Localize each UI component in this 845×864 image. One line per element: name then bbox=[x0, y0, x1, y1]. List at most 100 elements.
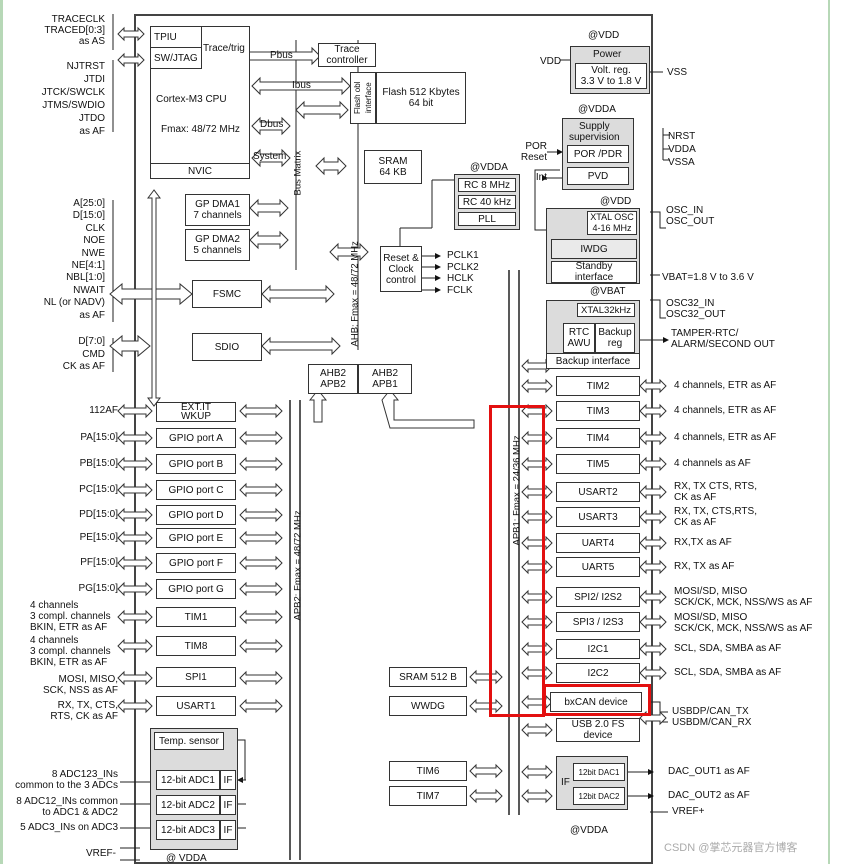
vbat-range: VBAT=1.8 V to 3.6 V bbox=[662, 272, 754, 283]
tim4: TIM4 bbox=[556, 428, 640, 448]
adc3-inputs: 5 ADC3_INs on ADC3 bbox=[20, 822, 118, 833]
rtc-backup-domain: XTAL32kHz RTC AWU Backup reg Backup inte… bbox=[546, 300, 640, 369]
spi1: SPI1 bbox=[156, 667, 236, 687]
apb1-bus-highlight bbox=[489, 405, 545, 717]
vref-plus: VREF+ bbox=[672, 806, 705, 817]
sdio-block: SDIO bbox=[192, 333, 262, 361]
usart2-signals: RX, TX CTS, RTS, CK as AF bbox=[674, 481, 757, 503]
cpu-fmax: Fmax: 48/72 MHz bbox=[161, 124, 240, 135]
spi2-i2s2: SPI2/ I2S2 bbox=[556, 587, 640, 607]
apb2-arrows bbox=[117, 403, 283, 714]
pe-signal: PE[15:0] bbox=[79, 532, 118, 543]
tim2: TIM2 bbox=[556, 376, 640, 396]
spi3-i2s3: SPI3 / I2S3 bbox=[556, 612, 640, 632]
usb-fs-device: USB 2.0 FS device bbox=[556, 718, 640, 742]
i2c1: I2C1 bbox=[556, 639, 640, 659]
gpio-port-a: GPIO port A bbox=[156, 428, 236, 448]
gpio-port-d: GPIO port D bbox=[156, 505, 236, 525]
backup-interface: Backup interface bbox=[546, 353, 640, 369]
adc3-if: IF bbox=[220, 820, 236, 840]
adc2: 12-bit ADC2 bbox=[156, 795, 220, 815]
dbus-label: Dbus bbox=[260, 119, 284, 130]
standby-interface: Standby interface bbox=[551, 261, 637, 283]
bxcan-highlight bbox=[543, 684, 651, 716]
tim1: TIM1 bbox=[156, 607, 236, 627]
pbus-label: Pbus bbox=[270, 50, 293, 61]
page-border-left bbox=[0, 0, 3, 864]
tim3: TIM3 bbox=[556, 401, 640, 421]
backup-reg: Backup reg bbox=[595, 323, 635, 353]
pc-signal: PC[15:0] bbox=[79, 484, 118, 495]
bus-matrix-label: Bus Matrix bbox=[292, 150, 304, 196]
nvic: NVIC bbox=[150, 163, 250, 179]
gpio-port-e: GPIO port E bbox=[156, 528, 236, 548]
pb-signal: PB[15:0] bbox=[79, 458, 118, 469]
por-reset: POR Reset bbox=[520, 141, 547, 163]
xtal-osc: XTAL OSC 4-16 MHz bbox=[587, 211, 637, 235]
spi3-signals: MOSI/SD, MISO SCK/CK, MCK, NSS/WS as AF bbox=[674, 612, 813, 634]
spi1-signals: MOSI, MISO, SCK, NSS as AF bbox=[42, 674, 118, 696]
clock-outputs: PCLK1 PCLK2 HCLK FCLK bbox=[447, 250, 479, 296]
tim2-signals: 4 channels, ETR as AF bbox=[674, 380, 777, 391]
vdda-rc: @VDDA bbox=[470, 162, 508, 173]
adc2-inputs: 8 ADC12_INs common to ADC1 & ADC2 bbox=[16, 796, 118, 818]
watermark: CSDN @掌芯元器官方博客 bbox=[664, 842, 798, 854]
osc32-pins: OSC32_IN OSC32_OUT bbox=[666, 298, 726, 320]
temp-sensor: Temp. sensor bbox=[154, 732, 224, 750]
int-label: Int bbox=[535, 172, 547, 183]
adc1-inputs: 8 ADC123_INs common to the 3 ADCs bbox=[15, 769, 118, 791]
voltage-regulator: Volt. reg. 3.3 V to 1.8 V bbox=[575, 63, 647, 89]
wwdg: WWDG bbox=[389, 696, 467, 716]
tim5: TIM5 bbox=[556, 454, 640, 474]
system-label: System bbox=[253, 151, 287, 162]
usart3-signals: RX, TX, CTS,RTS, CK as AF bbox=[674, 506, 757, 528]
flash-memory: Flash 512 Kbytes 64 bit bbox=[376, 72, 466, 124]
xtal32-khz: XTAL32kHz bbox=[577, 303, 635, 317]
tim8: TIM8 bbox=[156, 636, 236, 656]
ibus-label: Ibus bbox=[292, 80, 311, 91]
pd-signal: PD[15:0] bbox=[79, 509, 118, 520]
uart5-signals: RX, TX as AF bbox=[674, 561, 735, 572]
vdd-top: @VDD bbox=[588, 30, 620, 41]
gpio-port-f: GPIO port F bbox=[156, 553, 236, 573]
rc-40khz: RC 40 kHz bbox=[458, 195, 516, 209]
exti-signal: 112AF bbox=[89, 405, 118, 416]
vdda-supply: @VDDA bbox=[578, 104, 616, 115]
power-title: Power bbox=[593, 49, 622, 60]
trace-signals: TRACECLK TRACED[0:3] as AS bbox=[44, 14, 105, 47]
bxcan-device: bxCAN device bbox=[550, 692, 642, 712]
iwdg: IWDG bbox=[551, 239, 637, 259]
usart3: USART3 bbox=[556, 507, 640, 527]
gp-dma1: GP DMA1 7 channels bbox=[185, 194, 250, 226]
por-pdr: POR /PDR bbox=[567, 145, 629, 163]
pf-signal: PF[15:0] bbox=[80, 557, 118, 568]
apb2-bus-label: APB2: Fmax = 48/72 MHz bbox=[292, 510, 304, 621]
gpio-port-b: GPIO port B bbox=[156, 454, 236, 474]
usart2: USART2 bbox=[556, 482, 640, 502]
supply-supervision: Supply supervision POR /PDR PVD bbox=[562, 118, 634, 190]
ahb2-apb1-bridge: AHB2 APB1 bbox=[358, 364, 412, 394]
pa-signal: PA[15:0] bbox=[80, 432, 118, 443]
adc3: 12-bit ADC3 bbox=[156, 820, 220, 840]
pg-signal: PG[15:0] bbox=[78, 583, 118, 594]
tpiu: TPIU bbox=[150, 26, 202, 48]
vss-label: VSS bbox=[667, 67, 688, 78]
adc2-if: IF bbox=[220, 795, 236, 815]
tim3-signals: 4 channels, ETR as AF bbox=[674, 405, 777, 416]
adc1-if: IF bbox=[220, 770, 236, 790]
ext-it-wkup: EXT.IT WKUP bbox=[156, 402, 236, 422]
fsmc-signals: A[25:0] D[15:0] CLK NOE NWE NE[4:1] NBL[… bbox=[43, 198, 105, 321]
sdio-signals: D[7:0] CMD CK as AF bbox=[62, 336, 105, 372]
i2c1-signals: SCL, SDA, SMBA as AF bbox=[674, 643, 782, 654]
sram-512b: SRAM 512 B bbox=[389, 667, 467, 687]
page-border-right bbox=[828, 0, 830, 864]
usart1-signals: RX, TX, CTS, RTS, CK as AF bbox=[50, 700, 118, 722]
dac-if: IF bbox=[561, 777, 570, 788]
trace-controller: Trace controller bbox=[318, 43, 376, 67]
tim4-signals: 4 channels, ETR as AF bbox=[674, 432, 777, 443]
tim7: TIM7 bbox=[389, 786, 467, 806]
vdda-dac: @VDDA bbox=[570, 825, 608, 836]
rtc-awu: RTC AWU bbox=[563, 323, 595, 353]
spi2-signals: MOSI/SD, MISO SCK/CK, MCK, NSS/WS as AF bbox=[674, 586, 813, 608]
reset-clock-control: Reset & Clock control bbox=[380, 246, 422, 292]
